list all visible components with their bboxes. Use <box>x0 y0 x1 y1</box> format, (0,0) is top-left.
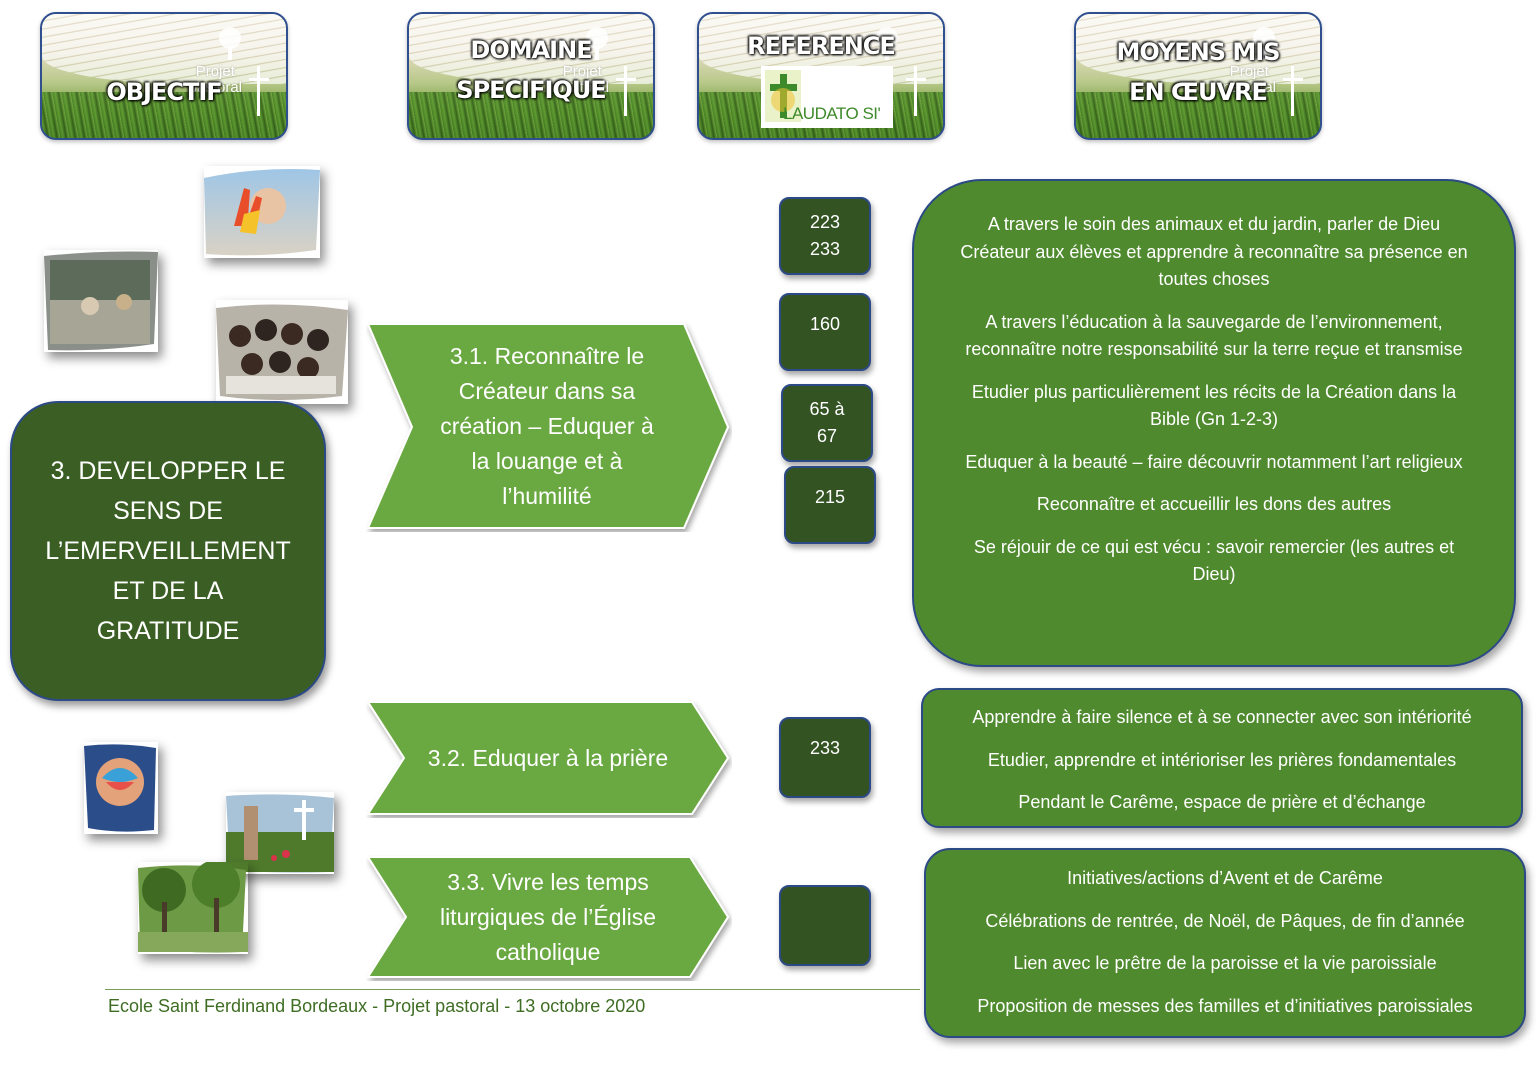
grass-decoration <box>1076 92 1320 138</box>
reference-box: 65 à 67 <box>781 384 873 462</box>
photo-children-park <box>44 251 158 351</box>
objective-line: SENS DE <box>113 497 223 525</box>
book-pages-decoration <box>409 14 653 84</box>
means-item: A travers le soin des animaux et du jard… <box>960 214 1468 289</box>
chevron-shape <box>366 856 730 978</box>
reference-box: 233 <box>779 717 871 798</box>
photo-children-group <box>216 304 348 400</box>
reference-box: 223 233 <box>779 197 871 275</box>
logo-line-1: Projet <box>562 63 602 80</box>
photo-face-painted-child <box>84 744 156 832</box>
means-box-3-1: A travers le soin des animaux et du jard… <box>912 179 1516 667</box>
means-item: Se réjouir de ce qui est vécu : savoir r… <box>973 536 1455 585</box>
means-item: Apprendre à faire silence et à se connec… <box>972 707 1472 727</box>
laudato-si-logo: LAUDATO SI' <box>761 66 893 128</box>
book-pages-decoration <box>1076 14 1320 84</box>
domain-text: 3.1. Reconnaître le Créateur dans sa cré… <box>422 324 672 528</box>
logo-line-1: Projet <box>1229 63 1269 80</box>
domain-chevron-3-1: 3.1. Reconnaître le Créateur dans sa cré… <box>366 322 732 532</box>
tree-logo-icon <box>219 27 241 60</box>
reference-value: 233 <box>809 738 841 758</box>
domain-text: 3.2. Eduquer à la prière <box>406 702 690 814</box>
means-item: Pendant le Carême, espace de prière et d… <box>1018 792 1426 812</box>
means-item: Reconnaître et accueillir les dons des a… <box>1036 494 1392 514</box>
photo-garden-cross <box>226 794 334 873</box>
means-item: Etudier plus particulièrement les récits… <box>971 381 1457 430</box>
logo-line-1: Projet <box>195 63 235 80</box>
objective-text: 3. DEVELOPPER LE SENS DE L’EMERVEILLEMEN… <box>45 451 290 651</box>
logo-line-2: pastoral <box>555 79 609 96</box>
chevron-shape <box>366 701 730 815</box>
reference-value: 67 <box>816 426 838 446</box>
logo-line-2: pastoral <box>1222 79 1276 96</box>
photo-child-painted-hand <box>204 169 320 256</box>
header-title: REFERENCE <box>747 32 896 60</box>
reference-value: 215 <box>814 487 846 507</box>
footer-text: Ecole Saint Ferdinand Bordeaux - Projet … <box>108 996 646 1016</box>
means-item: Initiatives/actions d’Avent et de Carême <box>1067 868 1383 888</box>
means-item: Célébrations de rentrée, de Noël, de Pâq… <box>985 910 1465 931</box>
domain-line: création – Eduquer à <box>440 412 654 439</box>
means-box-3-2: Apprendre à faire silence et à se connec… <box>921 688 1523 828</box>
means-item: Proposition de messes des familles et d’… <box>977 995 1473 1016</box>
header-reference: REFERENCE LAUDATO SI' <box>697 12 945 140</box>
reference-box: 160 <box>779 293 871 371</box>
domain-line: l’humilité <box>502 482 592 509</box>
domain-line: 3.1. Reconnaître le <box>449 342 645 369</box>
means-box-3-3: Initiatives/actions d’Avent et de Carême… <box>924 848 1526 1038</box>
reference-box-empty <box>779 885 871 966</box>
domain-line: la louange et à <box>471 447 623 474</box>
means-item: A travers l’éducation à la sauvegarde de… <box>965 311 1463 360</box>
reference-box: 215 <box>784 466 876 544</box>
domain-text: 3.3. Vivre les temps liturgiques de l’Ég… <box>406 857 690 977</box>
laudato-si-cross-icon <box>765 70 801 122</box>
objective-line: ET DE LA <box>112 577 224 605</box>
logo-line-2: pastoral <box>188 79 242 96</box>
footer-divider <box>105 989 920 990</box>
domain-line: Créateur dans sa <box>458 377 636 404</box>
means-item: Eduquer à la beauté – faire découvrir no… <box>965 451 1463 472</box>
objective-line: GRATITUDE <box>96 617 240 645</box>
objective-box: 3. DEVELOPPER LE SENS DE L’EMERVEILLEMEN… <box>10 401 326 701</box>
photo-park-trees <box>138 862 248 953</box>
cross-icon <box>249 66 269 116</box>
chevron-shape <box>366 323 730 529</box>
tree-logo-icon <box>876 27 898 60</box>
reference-value: 223 <box>809 212 841 232</box>
header-title-line-1: MOYENS MIS <box>1116 38 1280 66</box>
reference-value: 160 <box>809 314 841 334</box>
domain-line: catholique <box>495 938 601 965</box>
tree-logo-icon <box>1253 27 1275 60</box>
domain-chevron-3-2: 3.2. Eduquer à la prière <box>366 700 732 818</box>
grass-decoration <box>42 92 286 138</box>
grass-decoration <box>409 92 653 138</box>
reference-value: 65 à <box>809 399 845 419</box>
cross-icon <box>1283 66 1303 116</box>
reference-value: 233 <box>809 239 841 259</box>
header-title-line-1: DOMAINE <box>470 36 592 64</box>
domain-line: 3.3. Vivre les temps <box>447 868 649 895</box>
objective-line: L’EMERVEILLEMENT <box>45 537 291 565</box>
book-pages-decoration <box>42 14 286 84</box>
domain-line: liturgiques de l’Église <box>439 903 657 930</box>
domain-chevron-3-3: 3.3. Vivre les temps liturgiques de l’Ég… <box>366 855 732 981</box>
means-item: Lien avec le prêtre de la paroisse et la… <box>1013 953 1437 973</box>
header-title: OBJECTIF <box>106 78 222 106</box>
header-title-line-2: SPECIFIQUE <box>456 76 606 104</box>
laudato-si-text: LAUDATO SI' <box>783 104 881 123</box>
tree-logo-icon <box>586 27 608 60</box>
objective-line: 3. DEVELOPPER LE <box>50 457 286 485</box>
header-title-line-2: EN ŒUVRE <box>1129 78 1268 106</box>
domain-line: 3.2. Eduquer à la prière <box>427 744 669 771</box>
cross-icon <box>616 66 636 116</box>
means-item: Etudier, apprendre et intérioriser les p… <box>987 749 1457 770</box>
cross-icon <box>906 66 926 116</box>
